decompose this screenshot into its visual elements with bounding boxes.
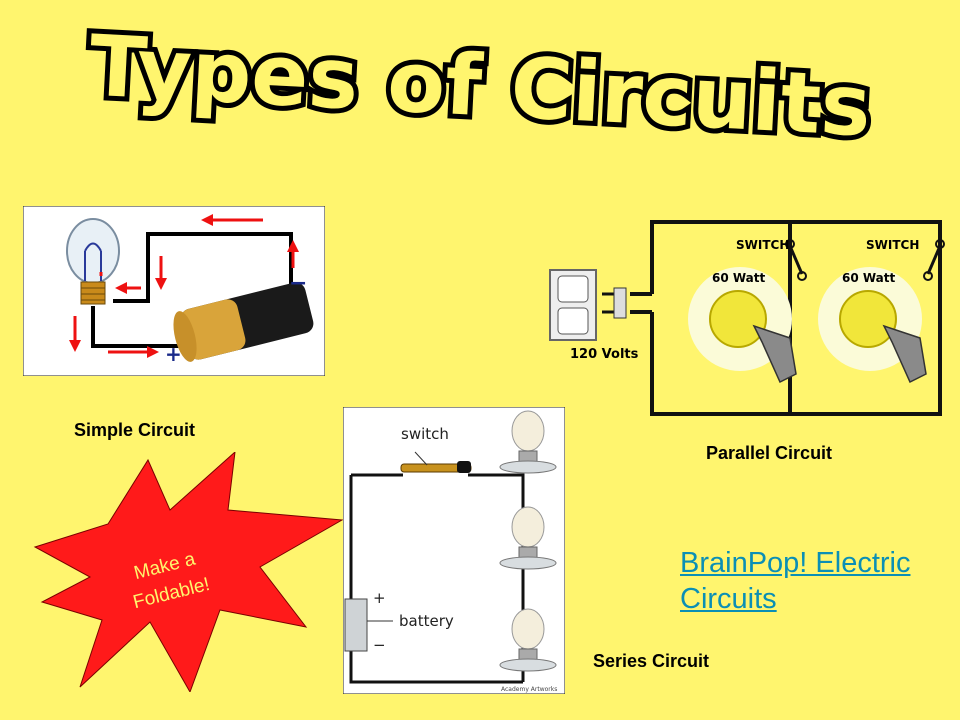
series-circuit-caption: Series Circuit — [593, 651, 710, 671]
switch-label-1: SWITCH — [736, 238, 789, 252]
series-circuit-diagram: switch battery + − Academy Artworks — [343, 407, 565, 694]
bulb-icon-bottom — [499, 608, 557, 672]
brainpop-link[interactable]: BrainPop! Electric Circuits — [680, 545, 911, 617]
switch-label-2: SWITCH — [866, 238, 919, 252]
plus-label: + — [165, 342, 182, 366]
switch-label: switch — [401, 425, 449, 443]
volts-label: 120 Volts — [570, 347, 639, 362]
bulb-icon — [66, 218, 120, 284]
bulb-icon-middle — [499, 506, 557, 570]
brainpop-link-line2[interactable]: Circuits — [680, 583, 777, 615]
battery-minus: − — [373, 636, 386, 654]
battery-icon — [344, 598, 368, 652]
bulb-icon-2 — [839, 290, 897, 348]
slide-title: Types of Circuits — [87, 20, 873, 150]
battery-label: battery — [399, 612, 454, 630]
bulb-icon-1 — [709, 290, 767, 348]
starburst-callout: Make a Foldable! — [33, 452, 344, 692]
title-graphic: Types of Circuits — [82, 20, 878, 150]
watt-label-1: 60 Watt — [712, 271, 766, 285]
watt-label-2: 60 Watt — [842, 271, 896, 285]
simple-circuit-diagram: − + — [23, 206, 325, 376]
bulb-icon-top — [499, 410, 557, 474]
current-arrows — [69, 214, 299, 358]
parallel-circuit-caption: Parallel Circuit — [706, 443, 833, 463]
simple-circuit-caption: Simple Circuit — [74, 420, 196, 440]
battery-plus: + — [373, 589, 386, 607]
parallel-circuit-diagram: 120 Volts SWITCH SWITCH 60 Watt 60 Watt — [540, 214, 950, 424]
brainpop-link-line1[interactable]: BrainPop! Electric — [680, 547, 911, 579]
minus-label: − — [289, 271, 307, 296]
battery-icon — [173, 282, 314, 362]
credit-label: Academy Artworks — [501, 686, 557, 693]
